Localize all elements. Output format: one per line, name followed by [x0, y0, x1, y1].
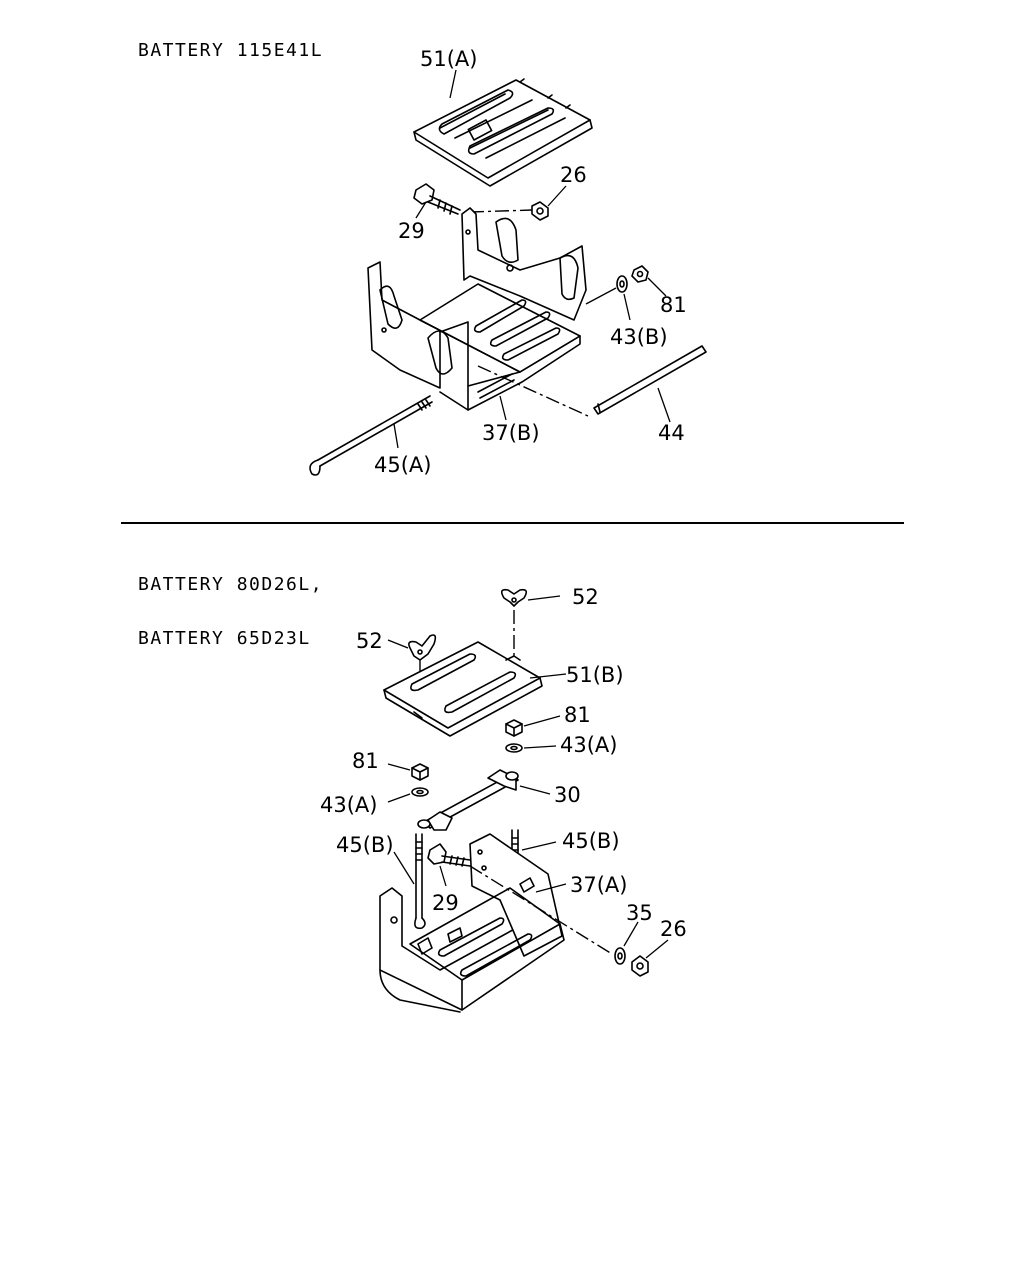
rod-44	[593, 345, 707, 415]
section-2-heading-line-1: BATTERY 80D26L,	[138, 574, 324, 595]
washer-43a-right	[505, 743, 523, 753]
leader-43a-right	[523, 745, 557, 749]
leader-30	[519, 785, 551, 795]
leader-45b-right	[521, 841, 557, 851]
callout-29a: 29	[398, 219, 425, 243]
leader-51b	[529, 673, 567, 679]
bolt-29a	[413, 183, 461, 215]
callout-26a: 26	[560, 163, 587, 187]
callout-43a-left: 43(A)	[320, 793, 377, 817]
leader-29b	[439, 865, 447, 887]
callout-43a-right: 43(A)	[560, 733, 617, 757]
callout-81a: 81	[660, 293, 687, 317]
hook-rod-45a	[309, 395, 433, 476]
callout-45b-right: 45(B)	[562, 829, 620, 853]
leader-35	[623, 921, 639, 947]
washer-43b	[616, 275, 628, 293]
hook-rod-45b-left	[414, 833, 426, 930]
assembly-axis-line-1	[469, 209, 533, 213]
callout-81-right: 81	[564, 703, 591, 727]
nut-26a	[531, 201, 549, 221]
bolt-29b	[427, 843, 471, 867]
hold-down-bar-30	[417, 769, 519, 831]
battery-tray-37b	[367, 207, 587, 411]
battery-tray-37a	[379, 833, 565, 1013]
callout-52-left: 52	[356, 629, 383, 653]
nut-81a	[631, 265, 649, 283]
leader-45b-left	[393, 851, 415, 885]
wing-nut-52-right	[500, 588, 528, 607]
leader-51a	[449, 69, 457, 99]
callout-29b: 29	[432, 891, 459, 915]
callout-37a: 37(A)	[570, 873, 627, 897]
leader-29a	[415, 201, 427, 219]
leader-26b	[645, 939, 669, 959]
callout-43b: 43(B)	[610, 325, 668, 349]
section-1-heading: BATTERY 115E41L	[138, 6, 323, 78]
leader-37a	[535, 883, 567, 893]
battery-cover-51b	[383, 641, 543, 737]
diagram-battery-115e41l: 51(A) 26 29 81 43(B) 44 37(B) 45(A)	[309, 47, 707, 477]
assembly-axis-line-2	[585, 287, 617, 305]
callout-37b: 37(B)	[482, 421, 540, 445]
leader-81-right	[523, 715, 561, 727]
nut-26b	[631, 955, 649, 977]
section-2-heading: BATTERY 80D26L, BATTERY 65D23L	[138, 540, 323, 666]
leader-43a-left	[387, 793, 411, 803]
callout-35: 35	[626, 901, 653, 925]
callout-81-left: 81	[352, 749, 379, 773]
leader-81-left	[387, 763, 411, 771]
washer-43a-left	[411, 787, 429, 797]
callout-26b: 26	[660, 917, 687, 941]
section-1-heading-line: BATTERY 115E41L	[138, 40, 324, 61]
leader-52-right	[527, 595, 561, 601]
leader-37b	[499, 395, 507, 421]
leader-43b	[623, 293, 631, 321]
leader-52-left	[387, 639, 409, 649]
callout-44: 44	[658, 421, 685, 445]
wing-nut-52-left	[408, 634, 437, 661]
assembly-axis-line-3	[477, 365, 589, 417]
callout-30: 30	[554, 783, 581, 807]
leader-81a	[647, 277, 667, 297]
callout-51b: 51(B)	[566, 663, 624, 687]
diagram-battery-80d26l-65d23l: 52 52 51(B) 81 43(A) 81 30 43(A) 45(B) 4…	[320, 585, 687, 1013]
nut-81-right	[505, 719, 523, 737]
leader-44	[657, 387, 671, 423]
washer-35	[614, 947, 626, 965]
nut-81-left	[411, 763, 429, 781]
callout-45a: 45(A)	[374, 453, 431, 477]
section-2-heading-line-2: BATTERY 65D23L	[138, 628, 311, 649]
leader-45a	[393, 423, 399, 449]
assembly-axis-line-6	[469, 865, 613, 955]
callout-45b-left: 45(B)	[336, 833, 394, 857]
callout-51a: 51(A)	[420, 47, 477, 71]
battery-cover-51a	[413, 78, 593, 187]
leader-26a	[547, 185, 567, 207]
callout-52-right: 52	[572, 585, 599, 609]
section-divider	[121, 522, 904, 524]
